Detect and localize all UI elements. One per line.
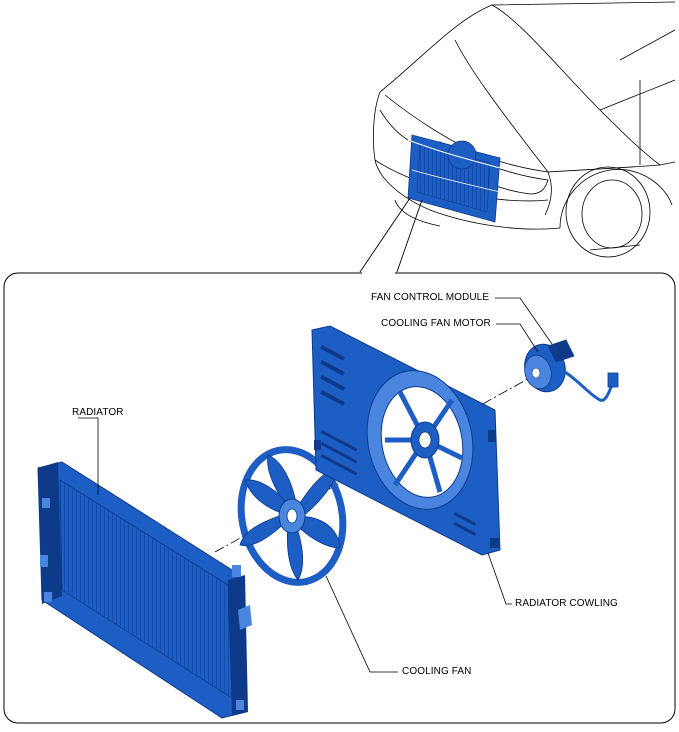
detail-frame: [3, 272, 676, 724]
label-fan-control-module: FAN CONTROL MODULE: [371, 292, 490, 303]
radiator-part: [37, 461, 252, 719]
vehicle-outline: [373, 1, 676, 258]
leader-lines: [78, 297, 553, 673]
zoom-indicator-lines: [359, 197, 423, 273]
label-radiator: RADIATOR: [72, 407, 124, 418]
label-cooling-fan: COOLING FAN: [402, 666, 472, 677]
label-cooling-fan-motor: COOLING FAN MOTOR: [381, 318, 491, 329]
label-radiator-cowling: RADIATOR COWLING: [515, 598, 618, 609]
vehicle-radiator-preview: [407, 134, 501, 223]
cooling-fan-part: [237, 446, 347, 586]
fan-control-module-part: [547, 339, 619, 402]
radiator-cowling-part: [311, 325, 501, 556]
